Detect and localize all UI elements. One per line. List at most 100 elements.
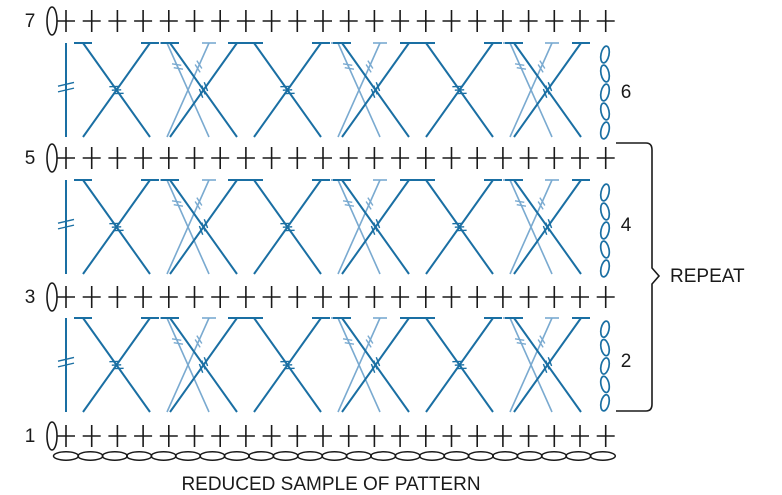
stitch-tick [198,88,204,99]
foundation-chain-oval [125,451,153,461]
stitch-tick [542,225,548,236]
stitch-tick [539,197,546,206]
stitch-tick [545,85,550,95]
stitch-tick [367,335,374,344]
foundation-chain-oval [491,451,519,461]
crossed-treble-light [337,42,381,138]
stitch-tick [173,341,184,345]
repeat-label: REPEAT [670,266,745,287]
stitch-tick [57,87,75,93]
foundation-chain-oval [101,451,129,461]
stitch-tick [171,338,182,342]
stitch-tick [539,60,546,69]
turning-chain-oval [46,421,58,451]
stitch-tick [367,197,374,206]
stitch-tick [201,360,206,370]
chain-oval [599,338,611,357]
stitch-tick [516,203,527,207]
sc-row-5 [46,143,615,173]
stitch-tick [198,225,204,236]
crossed-treble-light [509,42,553,138]
chain-oval [599,393,611,412]
chain-oval [599,357,611,375]
stitch-tick [542,88,548,99]
stitch-tick [171,63,182,67]
crossed-treble-light [509,317,553,413]
foundation-chain-oval [516,451,543,461]
row-number-4: 4 [621,215,632,236]
repeat-bracket-path [616,142,661,412]
stitch-tick [194,339,201,348]
turning-chains [599,45,611,412]
stitch-tick [545,222,550,232]
chain-oval [599,183,611,202]
foundation-chain-oval [589,451,617,461]
stitch-tick [196,197,203,206]
row-number-3: 3 [25,287,36,308]
foundation-chain-oval [52,451,80,461]
foundation-chain-oval [345,451,373,461]
stitch-tick [516,66,527,70]
row-number-1: 1 [25,426,36,447]
stitch-tick [539,335,546,344]
chain-oval [599,202,611,221]
stitch-tick [196,60,203,69]
foundation-chain-oval [467,451,495,461]
stitch-tick [542,363,548,374]
stitch-tick [342,200,353,204]
chain-oval [599,83,611,102]
crossed-treble-light [509,179,553,275]
foundation-chain-oval [540,451,568,461]
chain-oval [599,240,611,259]
sc-row-7 [46,6,615,36]
crossed-treble-rows [57,42,590,413]
stitch-tick [516,341,527,345]
stitch-tick [196,335,203,344]
foundation-chain-oval [150,451,177,461]
turning-chain-2 [599,183,611,278]
foundation-chain-oval [443,451,470,461]
chain-oval [599,259,611,278]
stitch-tick [370,88,376,99]
stitch-tick [545,360,550,370]
crossed-treble-light [166,42,210,138]
stitch-tick [537,339,544,348]
stitch-tick [57,81,75,87]
stitch-tick [547,218,553,229]
foundation-chain-oval [418,451,446,461]
stitch-tick [57,218,75,224]
foundation-chain-oval [272,451,299,461]
chain-oval [599,221,611,240]
chain-oval [599,102,611,121]
diagram-caption: REDUCED SAMPLE OF PATTERN [181,474,480,495]
stitch-tick [201,222,206,232]
stitch-tick [365,64,372,73]
foundation-chain-oval [174,451,202,461]
crossed-treble-light [337,179,381,275]
foundation-chain-oval [247,451,275,461]
stitch-tick [365,201,372,210]
crossed-treble-light [166,179,210,275]
stitch-tick [194,201,201,210]
stitch-tick [194,64,201,73]
crossed-treble-light [337,317,381,413]
cross-row-2 [57,317,590,413]
stitch-tick [344,341,355,345]
stitch-tick [514,200,525,204]
foundation-chain-oval [199,451,226,461]
foundation-chain-oval [394,451,421,461]
stitch-tick [375,356,381,367]
stitch-tick [344,66,355,70]
chain-oval [599,64,611,83]
stitch-tick [57,356,75,362]
foundation-chain-oval [296,451,324,461]
stitch-tick [342,63,353,67]
turning-chain-3 [599,320,611,412]
stitch-tick [57,362,75,368]
foundation-chain-oval [369,451,397,461]
stitch-tick [344,203,355,207]
row-number-5: 5 [25,148,36,169]
stitch-tick [201,85,206,95]
turning-chain-oval [46,6,58,36]
single-crochet-rows [46,6,615,451]
